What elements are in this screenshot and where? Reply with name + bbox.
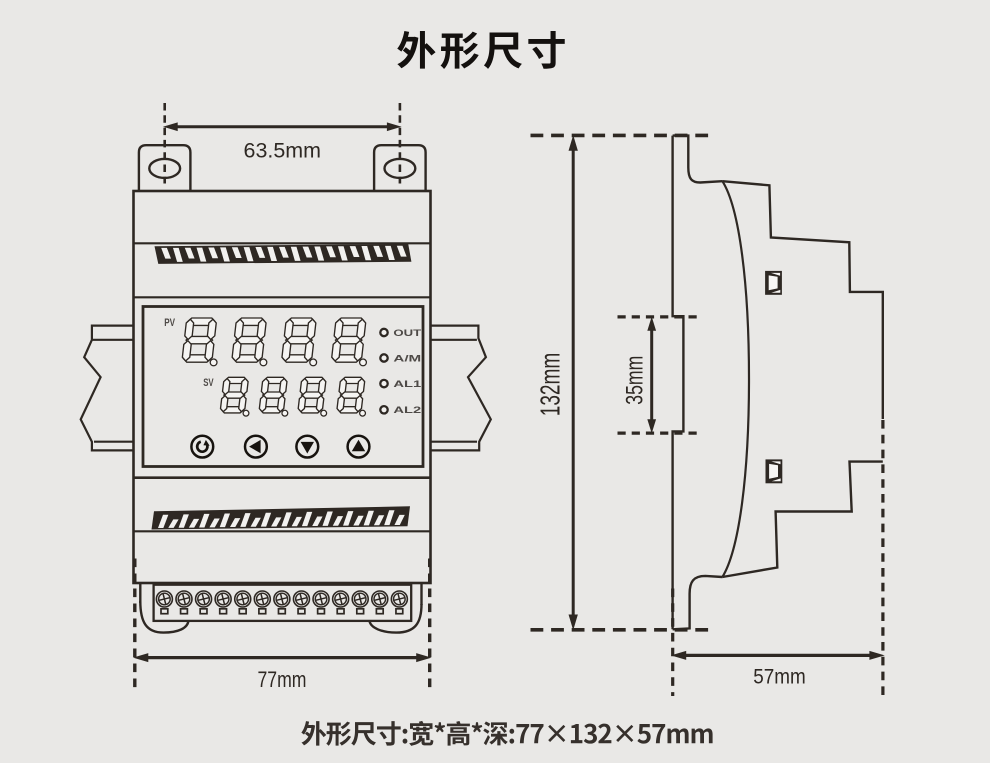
led-lamp-icon [379, 378, 389, 389]
caption [301, 720, 713, 746]
din-rail-right [430, 324, 493, 452]
dimension-body-height [568, 135, 578, 631]
dimension-body-width-label: 77mm [258, 667, 307, 692]
led-lamp-icon [379, 353, 389, 363]
led-out: OUT [379, 327, 421, 339]
base-section-sides [139, 583, 423, 605]
terminal-screw [390, 590, 409, 615]
led-label: A/M [393, 353, 421, 364]
side-front-face [671, 135, 685, 630]
led-am: A/M [379, 353, 421, 364]
terminal-screw [292, 590, 311, 615]
sv-display-value [219, 376, 367, 417]
dimension-rail-height [647, 316, 657, 434]
din-rail-left [79, 324, 134, 452]
led-label: AL2 [393, 405, 421, 416]
led-lamp-icon [379, 404, 389, 415]
terminal-screw [312, 590, 330, 615]
terminal-screw [253, 590, 272, 615]
side-front-curve [721, 180, 751, 578]
up-arrow-icon [351, 439, 366, 452]
side-dimensions: 132mm 35mm 57mm [530, 133, 885, 696]
dimension-body-depth-label: 57mm [753, 665, 806, 689]
side-bottom-tab [672, 574, 723, 631]
dimension-body-height-label: 132mm [535, 353, 566, 417]
terminal-screw [273, 590, 291, 615]
dimension-mounting-width [162, 122, 402, 132]
terminal-screw [194, 590, 213, 615]
height-extension-lines [530, 133, 713, 632]
mounting-foot-left [139, 600, 190, 634]
terminal-screw [233, 590, 252, 615]
led-label: OUT [393, 328, 421, 339]
button-left[interactable] [243, 434, 269, 459]
dimension-mounting-width-label: 63.5mm [244, 139, 322, 163]
sv-label: SV [203, 377, 214, 389]
dimension-body-width [133, 653, 432, 663]
display-panel [141, 305, 425, 468]
pv-label: PV [164, 317, 175, 329]
side-back-step [722, 460, 883, 579]
side-top-tab [672, 134, 723, 184]
side-top-and-back [722, 180, 884, 419]
device-body [132, 189, 432, 585]
vent-band-bottom [151, 506, 410, 530]
button-up[interactable] [346, 434, 371, 459]
page-title [397, 31, 565, 69]
terminal-strip [152, 583, 413, 623]
body-section-lines [133, 242, 431, 533]
rail-clip-lower [765, 459, 783, 484]
rail-clip-upper [765, 270, 782, 295]
vent-band-top [154, 243, 412, 264]
width-extension-lines [133, 558, 432, 691]
ear-center-lines [163, 103, 402, 184]
led-label: AL1 [393, 379, 422, 390]
terminal-screw [351, 590, 370, 615]
terminal-screw [214, 590, 232, 615]
led-al2: AL2 [379, 404, 421, 416]
pv-display-value [181, 317, 368, 367]
dimension-body-depth [670, 650, 885, 660]
terminal-screw [175, 590, 193, 615]
terminal-screw [155, 590, 174, 615]
page-title-text [397, 31, 565, 69]
mounting-foot-right [368, 603, 423, 634]
led-al1: AL1 [379, 378, 422, 390]
panel-buttons [190, 434, 371, 459]
side-view [671, 134, 884, 631]
caption-text [301, 720, 713, 746]
cycle-icon [195, 440, 209, 454]
terminal-screw [331, 590, 350, 615]
dimension-rail-height-label: 35mm [622, 356, 649, 405]
terminal-screws [155, 590, 409, 615]
terminal-screw [370, 590, 389, 615]
cycle-arrowhead-icon [203, 439, 210, 446]
down-arrow-icon [300, 441, 314, 454]
button-cycle[interactable] [190, 434, 215, 459]
left-arrow-icon [249, 439, 261, 454]
led-lamp-icon [379, 327, 389, 338]
depth-extension-lines [671, 420, 885, 696]
front-dimensions: 63.5mm 77mm [133, 103, 432, 692]
button-down[interactable] [295, 434, 320, 459]
